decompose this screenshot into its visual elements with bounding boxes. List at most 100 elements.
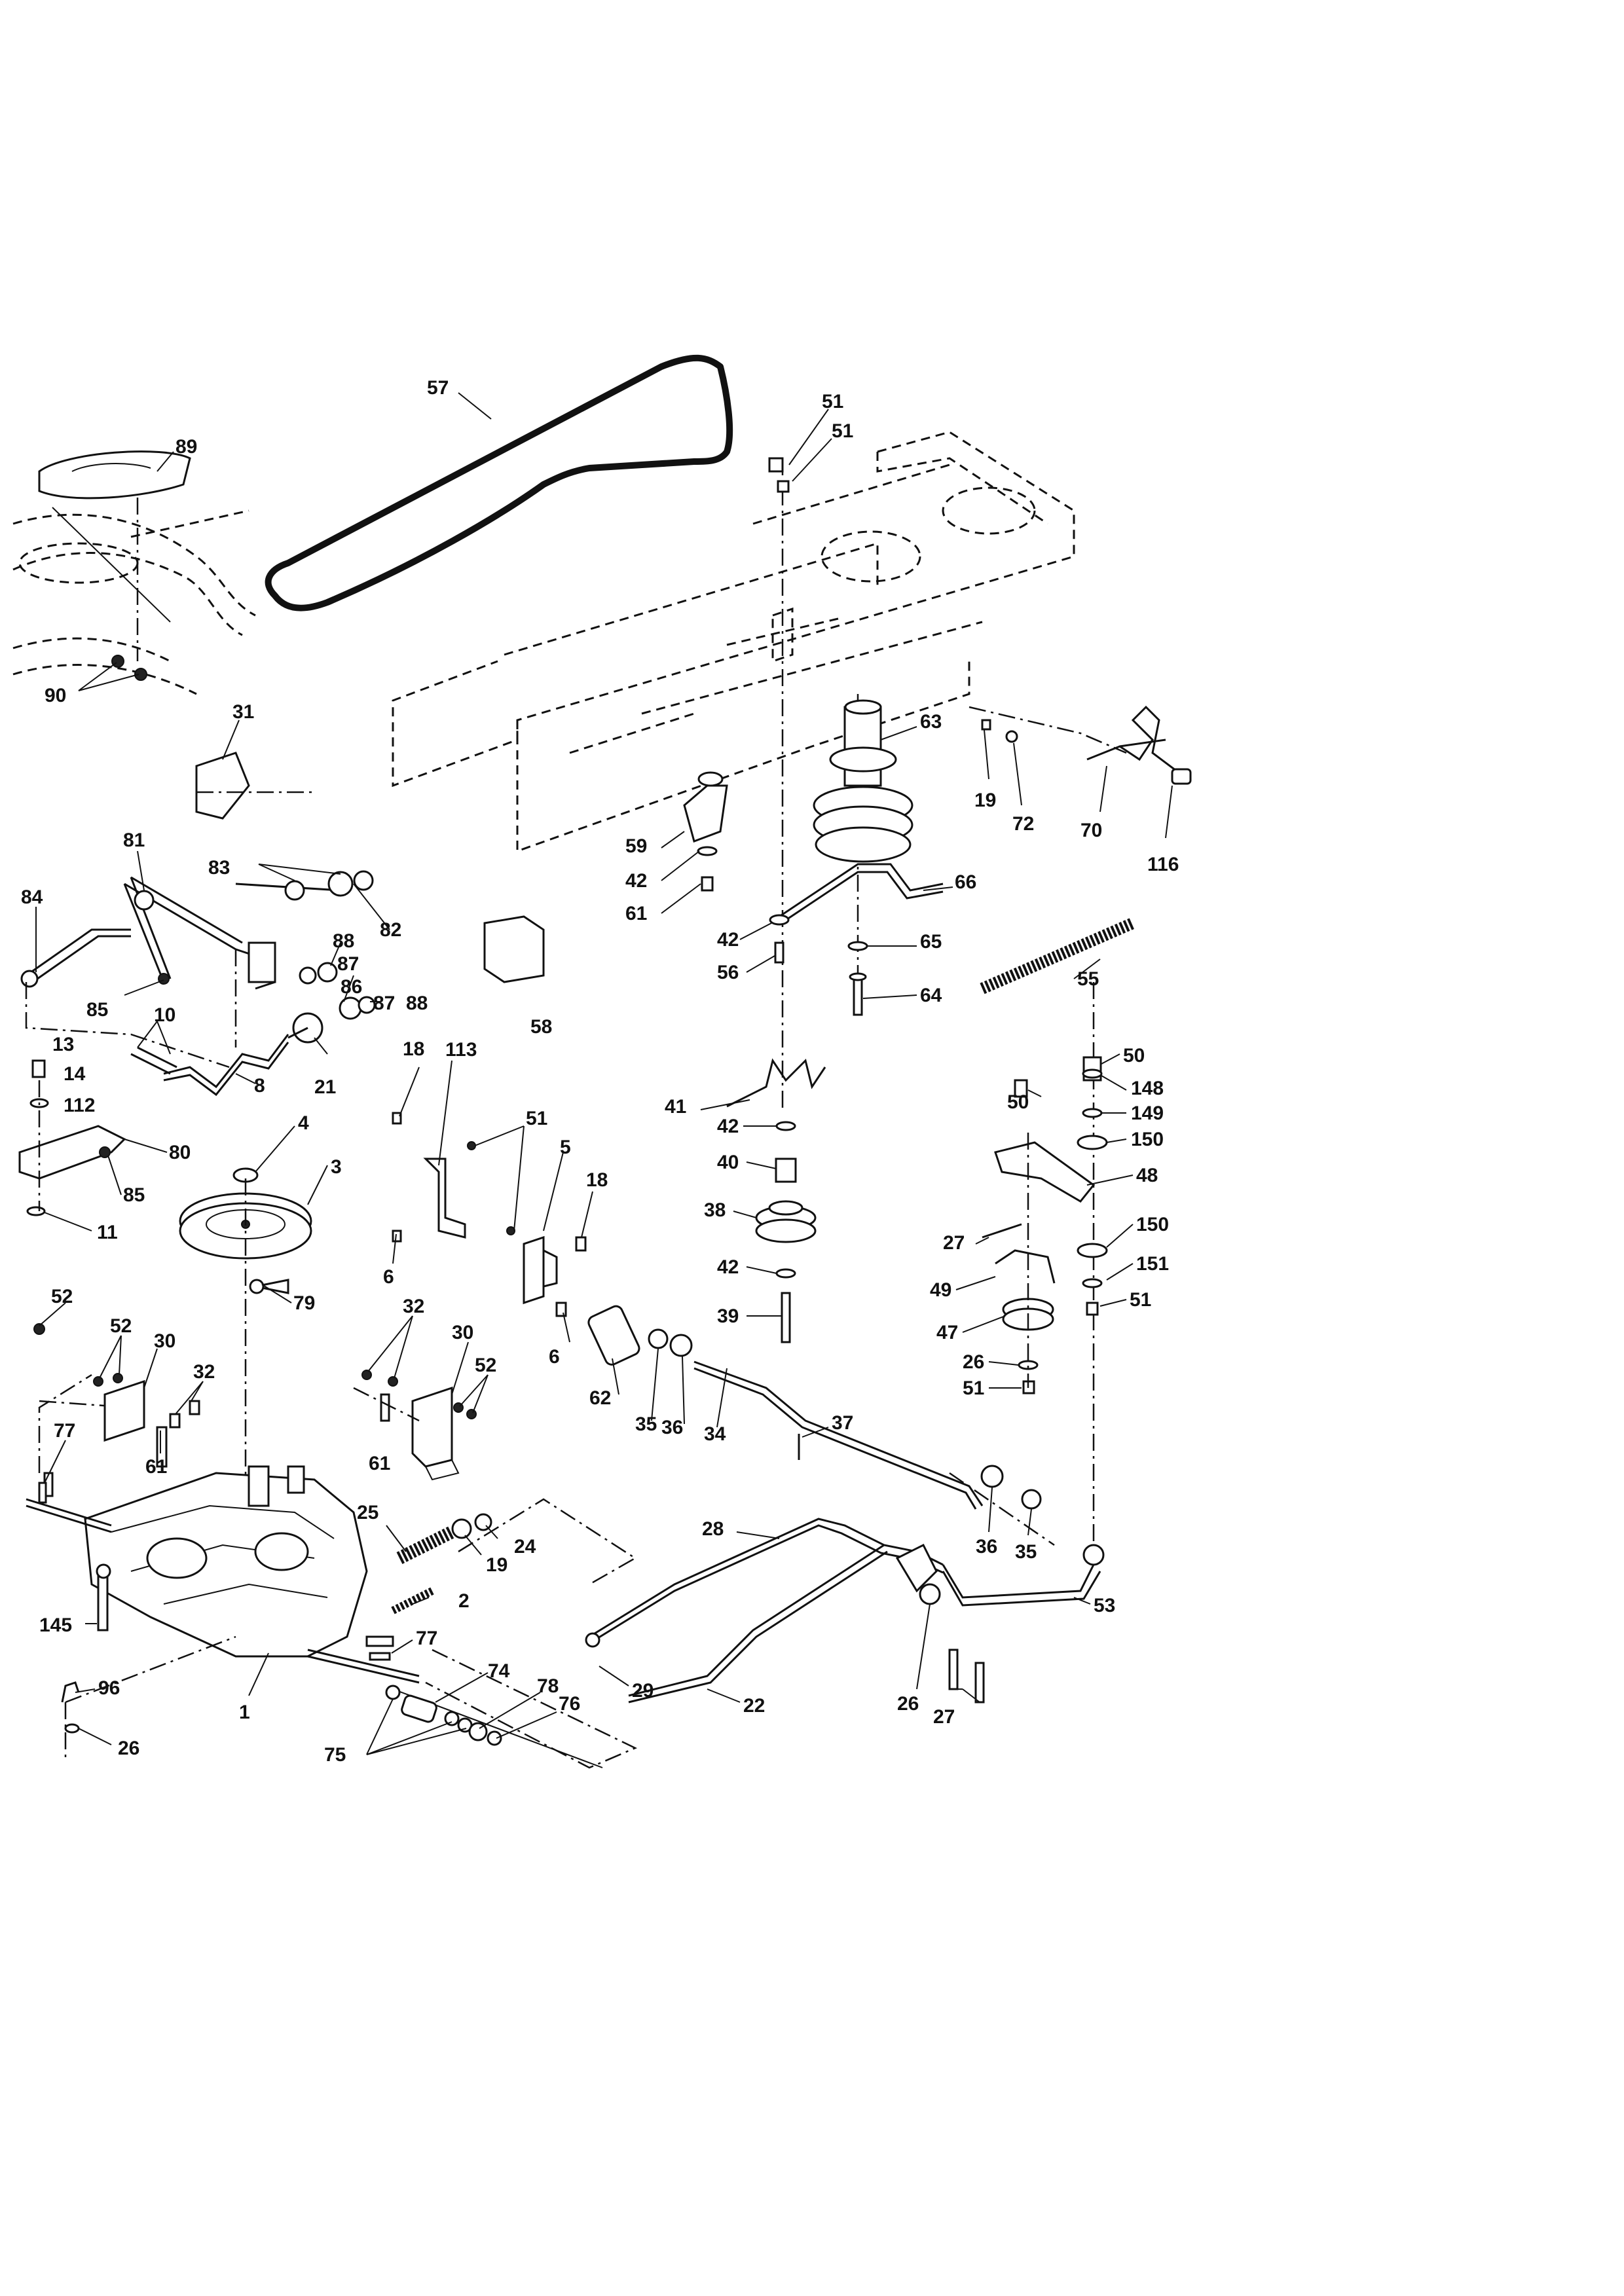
- callout-80: 80: [169, 1142, 191, 1163]
- callout-59: 59: [625, 835, 647, 857]
- callout-42: 42: [717, 1256, 739, 1278]
- part-58-bracket: [483, 915, 545, 983]
- callout-86: 86: [341, 976, 362, 998]
- callout-81: 81: [123, 829, 145, 851]
- callout-116: 116: [1147, 854, 1179, 875]
- callout-87: 87: [337, 953, 359, 975]
- callout-27: 27: [943, 1232, 965, 1254]
- callout-52: 52: [110, 1315, 132, 1337]
- mower-frame: [392, 431, 1075, 853]
- part-77-key-left: [38, 1482, 47, 1504]
- callout-25: 25: [357, 1502, 378, 1523]
- callout-32: 32: [403, 1296, 424, 1317]
- part-57-belt: [265, 354, 733, 611]
- callout-11: 11: [97, 1222, 118, 1243]
- callout-18: 18: [403, 1038, 424, 1060]
- callout-61: 61: [369, 1453, 390, 1474]
- callout-29: 29: [632, 1680, 654, 1702]
- callout-51: 51: [822, 391, 843, 412]
- callout-149: 149: [1131, 1102, 1164, 1124]
- callout-18: 18: [586, 1169, 608, 1191]
- part-31-guard: [195, 752, 314, 820]
- part-77-key: [369, 1652, 391, 1661]
- callout-26: 26: [118, 1738, 139, 1759]
- callout-21: 21: [314, 1076, 336, 1098]
- callout-79: 79: [293, 1292, 315, 1314]
- callout-49: 49: [930, 1279, 951, 1301]
- callout-42: 42: [625, 870, 647, 892]
- callout-leaders: [35, 392, 1173, 1755]
- callout-40: 40: [717, 1152, 739, 1173]
- callout-150: 150: [1136, 1214, 1169, 1235]
- transmission-pulley: [179, 1167, 312, 1480]
- callout-62: 62: [589, 1387, 611, 1409]
- shift-linkage: [20, 870, 376, 1068]
- callout-55: 55: [1077, 968, 1099, 990]
- callout-113: 113: [445, 1039, 477, 1061]
- brake-brackets: [392, 1112, 587, 1317]
- callout-1: 1: [239, 1702, 250, 1723]
- callout-19: 19: [486, 1554, 507, 1576]
- callout-51: 51: [963, 1377, 984, 1399]
- callout-5: 5: [560, 1137, 571, 1158]
- callout-52: 52: [475, 1355, 496, 1376]
- right-linkage-top: [969, 705, 1192, 785]
- callout-150: 150: [1131, 1129, 1164, 1150]
- callout-96: 96: [98, 1677, 120, 1699]
- callout-70: 70: [1080, 820, 1102, 841]
- callout-58: 58: [530, 1016, 552, 1038]
- callout-75: 75: [324, 1744, 346, 1766]
- callout-112: 112: [64, 1095, 95, 1116]
- callout-14: 14: [64, 1063, 86, 1085]
- part-89-cap: [38, 450, 191, 661]
- callout-84: 84: [21, 886, 43, 908]
- clutch-rod-group: [587, 1305, 984, 1510]
- callout-26: 26: [963, 1351, 984, 1373]
- callout-3: 3: [331, 1156, 342, 1178]
- callout-56: 56: [717, 962, 739, 983]
- part-55-spring: [980, 917, 1135, 994]
- callout-48: 48: [1136, 1165, 1158, 1186]
- left-bracket-group: [18, 1059, 126, 1216]
- part-30-brackets: [33, 1323, 477, 1481]
- callout-6: 6: [383, 1266, 394, 1288]
- callout-51: 51: [526, 1108, 547, 1129]
- callout-82: 82: [380, 919, 401, 941]
- callout-53: 53: [1094, 1595, 1115, 1616]
- axle-parts: [385, 1649, 638, 1769]
- callout-63: 63: [920, 711, 942, 733]
- callout-88: 88: [406, 993, 428, 1014]
- callout-61: 61: [145, 1456, 167, 1478]
- callout-88: 88: [333, 930, 354, 952]
- callout-35: 35: [1015, 1541, 1037, 1563]
- right-idler-group: [982, 1056, 1108, 1394]
- callout-65: 65: [920, 931, 942, 953]
- part-96-clip: [61, 1635, 236, 1761]
- callout-2: 2: [458, 1590, 470, 1612]
- callout-78: 78: [537, 1675, 559, 1697]
- shift-lever: [130, 1012, 323, 1097]
- callout-34: 34: [704, 1423, 726, 1445]
- callout-24: 24: [514, 1536, 536, 1558]
- callout-85: 85: [123, 1184, 145, 1206]
- callout-36: 36: [661, 1417, 683, 1438]
- callout-77: 77: [54, 1420, 75, 1442]
- callout-27: 27: [933, 1706, 955, 1728]
- callout-32: 32: [193, 1361, 215, 1383]
- callout-31: 31: [232, 701, 254, 723]
- callout-52: 52: [51, 1286, 73, 1307]
- callout-41: 41: [665, 1096, 686, 1118]
- callout-30: 30: [452, 1322, 473, 1343]
- callout-77: 77: [416, 1628, 437, 1649]
- hood-outline: [12, 507, 256, 695]
- callout-90: 90: [45, 685, 66, 706]
- callout-83: 83: [208, 857, 230, 879]
- callout-42: 42: [717, 929, 739, 951]
- callout-8: 8: [254, 1075, 265, 1097]
- callout-10: 10: [154, 1004, 175, 1026]
- callout-13: 13: [52, 1034, 74, 1055]
- callout-30: 30: [154, 1330, 175, 1352]
- callout-64: 64: [920, 985, 942, 1006]
- callout-151: 151: [1136, 1253, 1169, 1275]
